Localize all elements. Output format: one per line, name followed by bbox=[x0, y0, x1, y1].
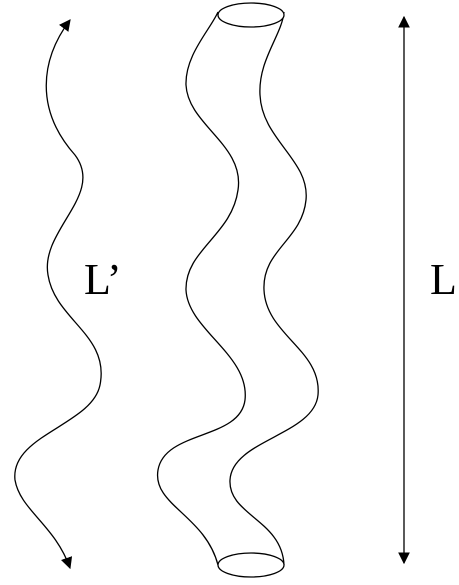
straight-length-label: L bbox=[430, 255, 457, 304]
tube-top-end bbox=[218, 3, 284, 27]
wavy-tube bbox=[158, 3, 319, 577]
contour-length-label: L’ bbox=[84, 255, 122, 304]
tube-right-wall bbox=[230, 12, 318, 565]
tube-left-wall bbox=[158, 12, 246, 565]
tube-bottom-end bbox=[218, 553, 284, 577]
